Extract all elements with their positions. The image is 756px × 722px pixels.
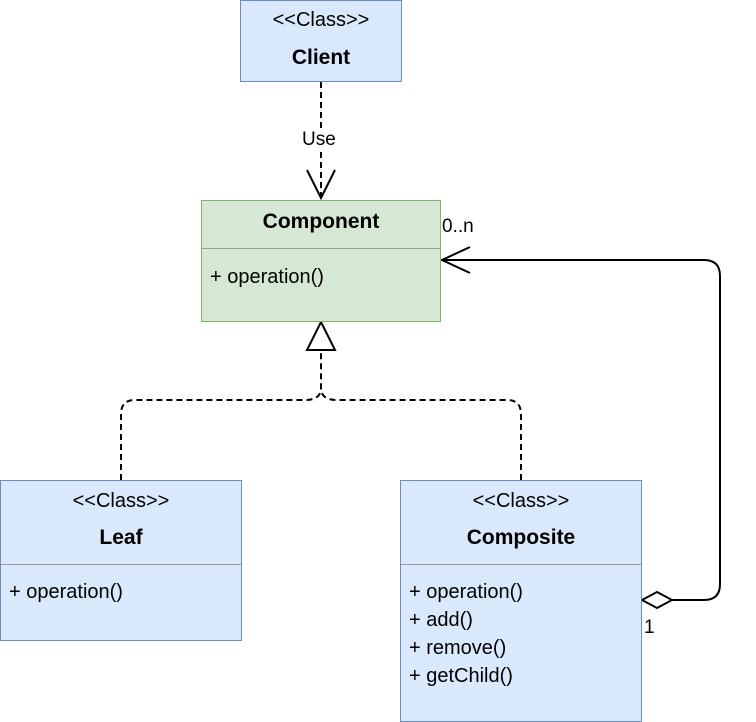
composite-realization-edge	[320, 387, 522, 480]
multiplicity-target-label: 0..n	[442, 216, 474, 237]
composite-method-add: + add()	[409, 609, 473, 631]
client-class[interactable]: <<Class>> Client	[240, 0, 402, 82]
composite-method-remove: + remove()	[409, 637, 507, 659]
component-divider	[202, 248, 440, 249]
leaf-class-name: Leaf	[99, 526, 143, 549]
leaf-stereotype: <<Class>>	[72, 490, 170, 512]
leaf-realization-edge	[120, 352, 322, 480]
client-stereotype: <<Class>>	[272, 9, 370, 31]
hollow-triangle-arrow-icon	[305, 319, 337, 351]
hollow-diamond-icon	[639, 590, 675, 610]
leaf-class[interactable]: <<Class>> Leaf + operation()	[0, 480, 242, 641]
open-arrow-icon	[439, 246, 471, 274]
use-label: Use	[300, 129, 338, 151]
aggregation-edge	[439, 246, 721, 610]
realization-edges	[120, 319, 522, 480]
component-class-name: Component	[262, 210, 380, 233]
composite-divider	[401, 564, 641, 565]
leaf-divider	[1, 564, 241, 565]
composite-method-operation: + operation()	[409, 581, 523, 603]
composite-method-getchild: + getChild()	[409, 665, 513, 687]
multiplicity-source-label: 1	[644, 617, 655, 638]
component-method: + operation()	[210, 266, 324, 288]
component-class[interactable]: Component + operation()	[201, 200, 441, 322]
composite-class[interactable]: <<Class>> Composite + operation() + add(…	[400, 480, 642, 722]
open-arrow-icon	[306, 169, 336, 201]
client-class-name: Client	[291, 46, 351, 69]
use-dependency-edge	[306, 82, 336, 201]
composite-class-name: Composite	[466, 526, 576, 549]
composite-stereotype: <<Class>>	[472, 490, 570, 512]
leaf-method: + operation()	[9, 581, 123, 603]
